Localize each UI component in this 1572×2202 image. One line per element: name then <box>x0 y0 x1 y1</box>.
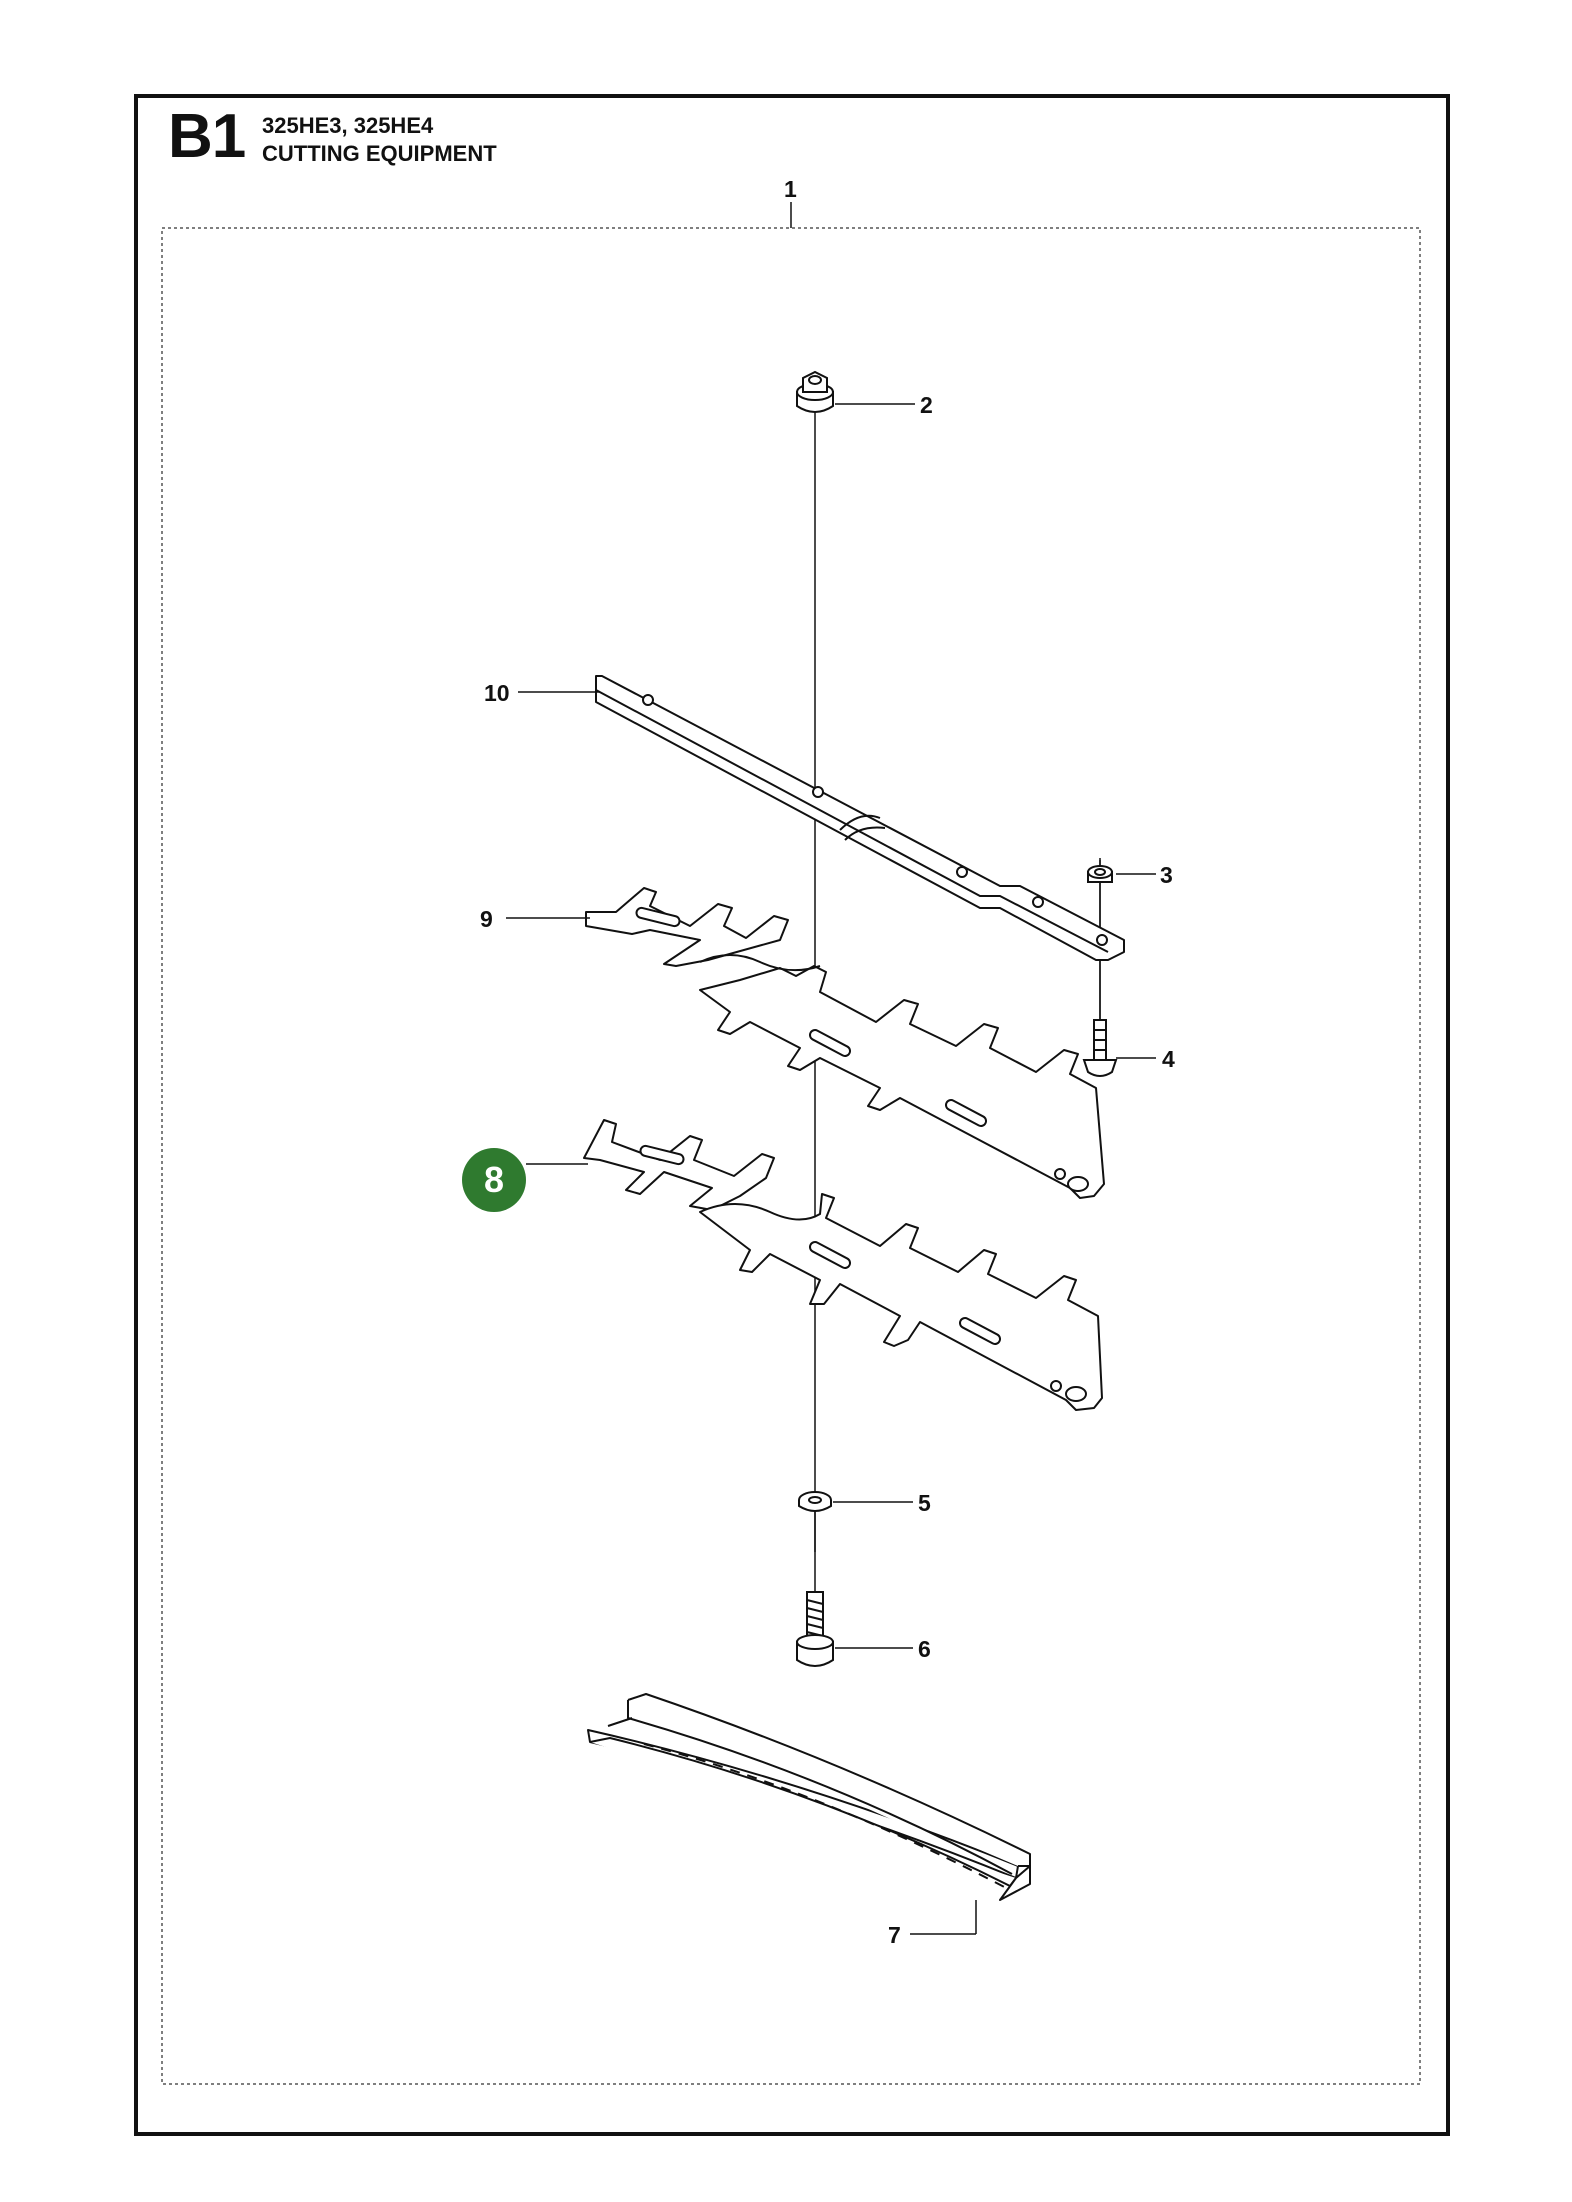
nut-icon <box>796 370 834 413</box>
blade-icon <box>583 1119 1103 1411</box>
callout-2: 2 <box>920 392 933 418</box>
model-numbers: 325HE3, 325HE4 <box>262 113 434 138</box>
callout-5: 5 <box>918 1490 931 1516</box>
callout-9: 9 <box>480 906 493 932</box>
page-title: CUTTING EQUIPMENT <box>262 141 497 166</box>
bolt-icon <box>796 1591 834 1667</box>
callout-6: 6 <box>918 1636 931 1662</box>
callout-4: 4 <box>1162 1046 1175 1072</box>
blade-icon <box>585 887 1105 1199</box>
guide-bar-icon <box>595 675 1125 961</box>
drawing-frame <box>134 94 1450 2136</box>
section-code: B1 <box>168 102 246 171</box>
callout-8-highlight[interactable]: 8 <box>462 1148 526 1212</box>
callout-7: 7 <box>888 1922 901 1948</box>
assembly-boundary <box>161 227 1421 2085</box>
washer-icon <box>798 1491 832 1512</box>
blade-guard-icon <box>587 1693 1031 1901</box>
screw-icon <box>1082 1019 1118 1077</box>
callout-1: 1 <box>784 176 797 202</box>
callout-10: 10 <box>484 680 510 706</box>
nut-icon <box>1087 865 1113 883</box>
callout-3: 3 <box>1160 862 1173 888</box>
